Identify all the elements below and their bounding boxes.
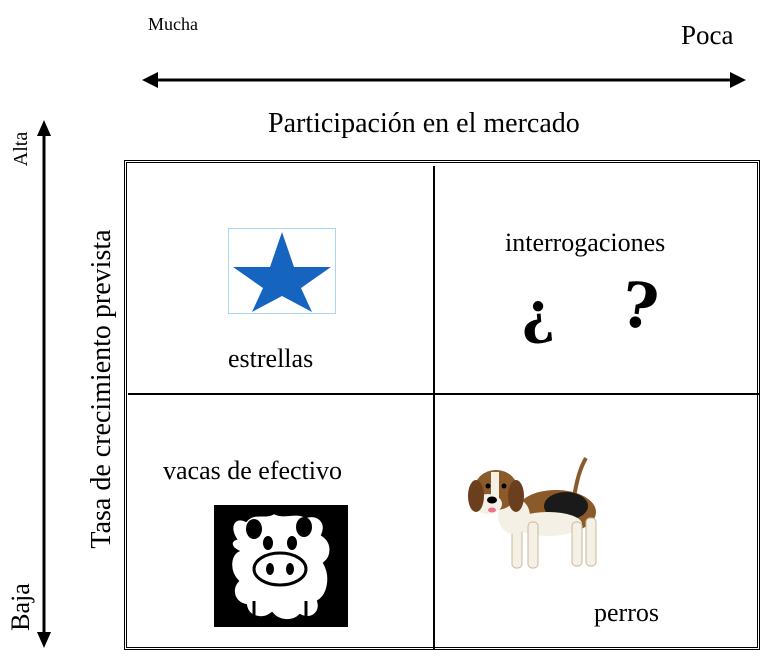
- y-axis-title: Tasa de crecimiento prevista: [86, 229, 117, 549]
- quadrant-label-dogs: perros: [594, 598, 659, 627]
- question-marks-icon: ¿ ?: [513, 267, 693, 350]
- matrix-horizontal-divider: [128, 393, 760, 395]
- quadrant-label-cows: vacas de efectivo: [163, 456, 343, 485]
- quadrant-label-stars: estrellas: [228, 344, 314, 373]
- vertical-double-arrow: [37, 120, 51, 648]
- svg-text:?: ?: [617, 280, 663, 345]
- x-axis-title: Participación en el mercado: [268, 108, 580, 139]
- cow-icon: [214, 505, 348, 627]
- dog-icon: [448, 452, 632, 576]
- y-axis-bottom-label: Baja: [6, 583, 35, 631]
- y-axis-top-label: Alta: [10, 131, 32, 167]
- svg-text:¿: ¿: [518, 280, 556, 348]
- x-axis-left-label: Mucha: [148, 14, 198, 34]
- matrix-vertical-divider: [433, 166, 435, 650]
- horizontal-double-arrow: [142, 72, 746, 88]
- matrix-frame: [124, 160, 760, 650]
- x-axis-right-label: Poca: [681, 20, 734, 50]
- quadrant-top-left: [228, 228, 336, 314]
- quadrant-label-questions: interrogaciones: [505, 228, 666, 257]
- star-icon: [228, 228, 336, 314]
